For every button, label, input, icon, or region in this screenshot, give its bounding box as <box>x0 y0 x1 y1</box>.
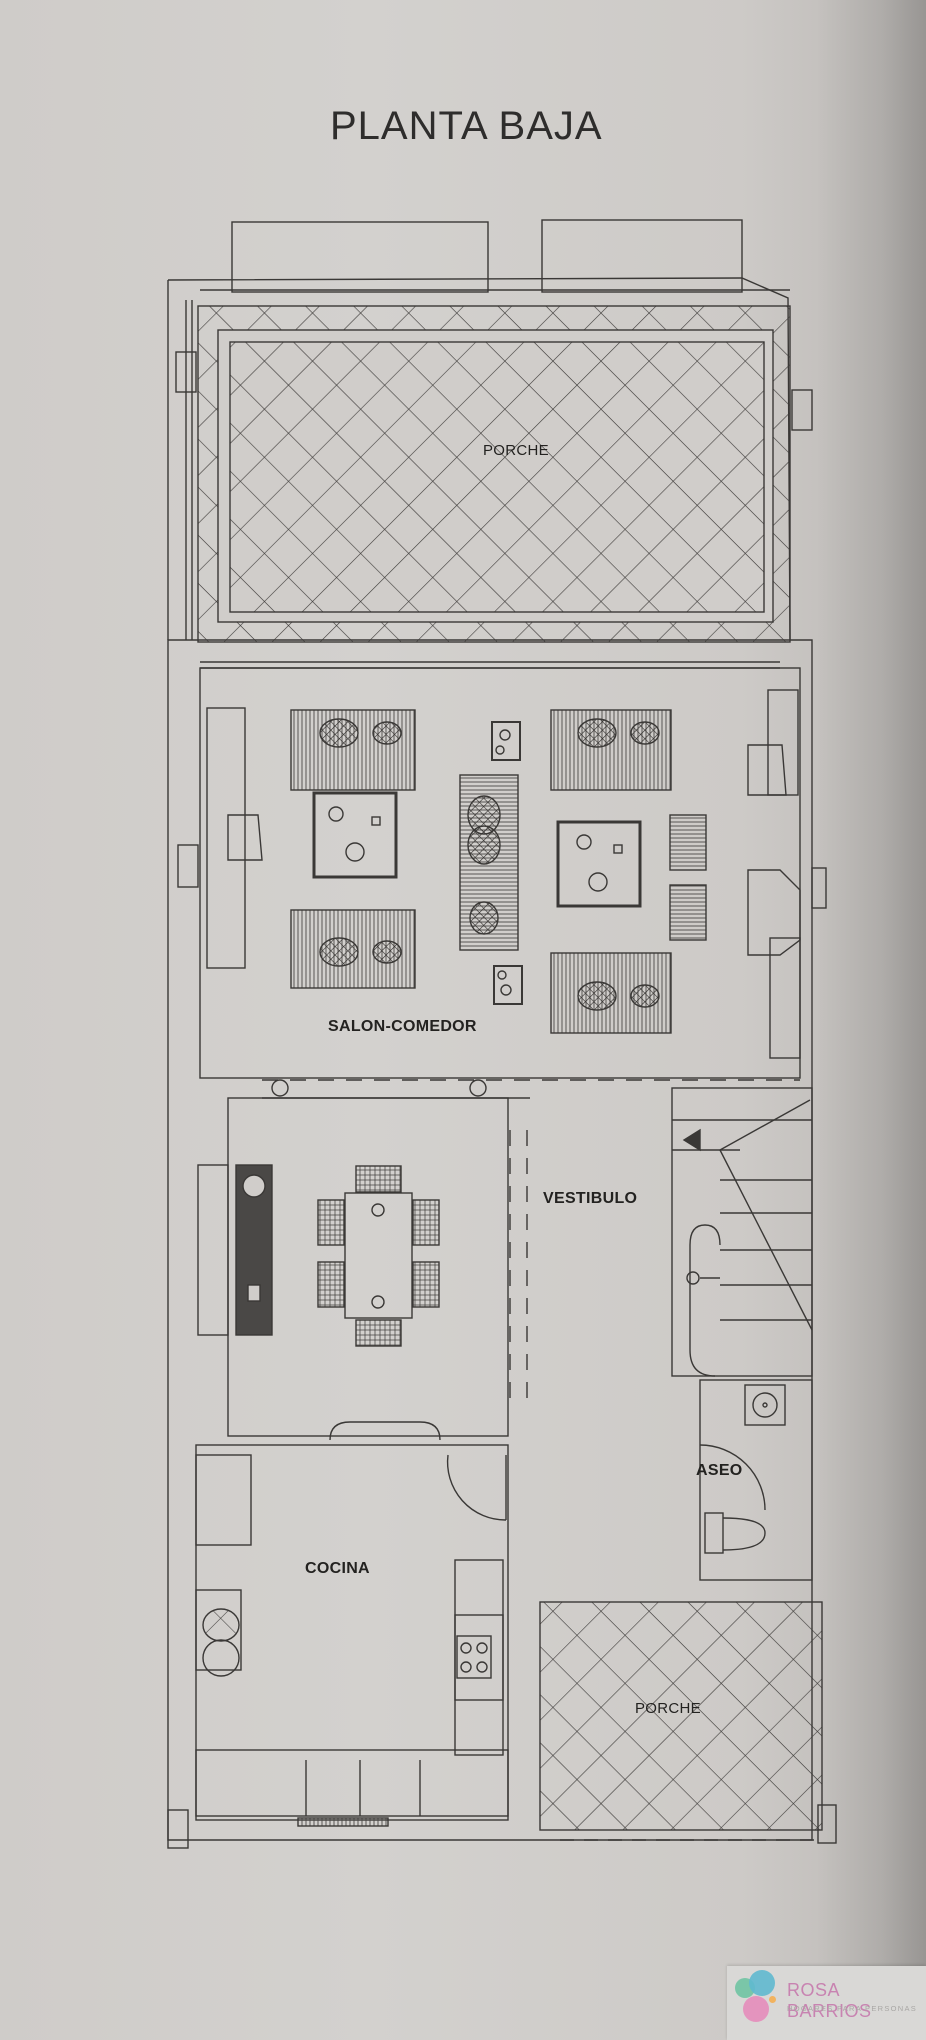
room-label-aseo: ASEO <box>696 1462 743 1479</box>
room-label-porche-front: PORCHE <box>483 442 549 459</box>
cocina-walls <box>195 1444 509 1821</box>
page-title: PLANTA BAJA <box>330 104 603 148</box>
salon-walls <box>199 667 801 1079</box>
room-label-vestibulo: VESTIBULO <box>543 1190 638 1207</box>
aseo-walls <box>699 1379 813 1581</box>
logo-dot-orange-icon <box>769 1996 776 2003</box>
watermark-logo: ROSA BARRIOS HOGARES PARA PERSONAS <box>727 1966 926 2040</box>
top-planter-right <box>541 219 743 293</box>
room-label-salon-comedor: SALON-COMEDOR <box>328 1018 477 1035</box>
logo-name: ROSA BARRIOS <box>787 1980 872 2021</box>
logo-bubble-blue-icon <box>749 1970 775 1996</box>
logo-bubble-pink-icon <box>743 1996 769 2022</box>
logo-tagline: HOGARES PARA PERSONAS <box>787 2004 918 2013</box>
page-edge-shadow <box>816 0 926 2040</box>
top-planter-left <box>231 221 489 293</box>
room-label-porche-back: PORCHE <box>635 1700 701 1717</box>
room-label-cocina: COCINA <box>305 1560 370 1577</box>
